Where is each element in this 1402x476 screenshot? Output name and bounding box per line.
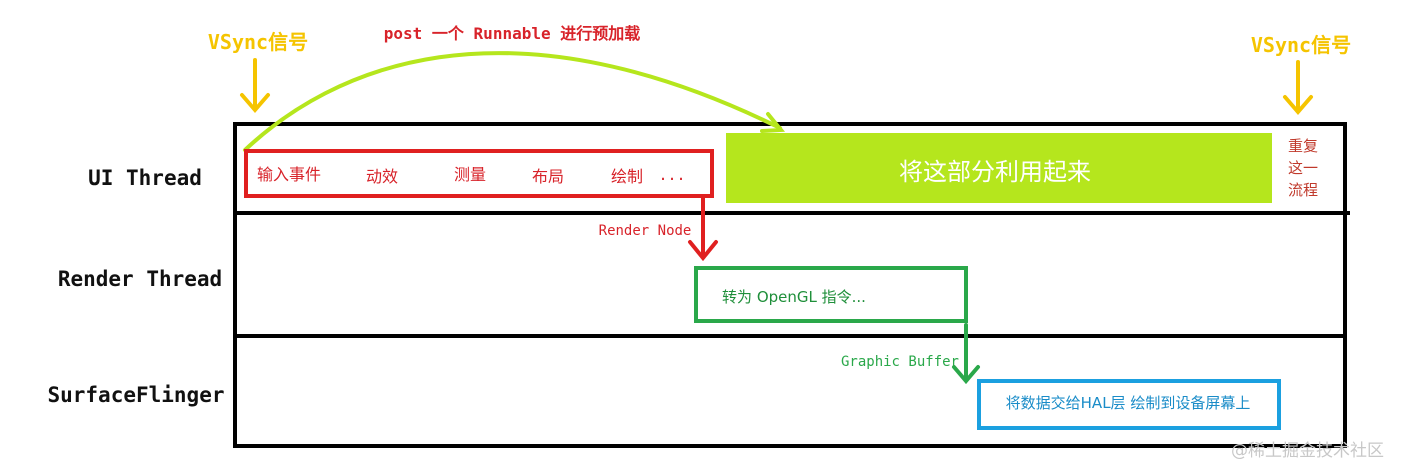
hal-label: 将数据交给HAL层 绘制到设备屏幕上 <box>1006 394 1251 412</box>
render-node-label: Render Node <box>599 223 692 239</box>
vsync-right-arrow <box>1283 60 1313 116</box>
opengl-box <box>694 266 968 323</box>
vsync-left-arrow <box>240 58 270 114</box>
repeat-line-1: 重复 <box>1288 137 1318 155</box>
vsync-left-label: VSync信号 <box>208 30 308 54</box>
surfaceflinger-label: SurfaceFlinger <box>47 383 224 407</box>
opengl-label: 转为 OpenGL 指令... <box>722 288 866 306</box>
watermark: @稀土掘金技术社区 <box>1231 441 1384 461</box>
task-more: ... <box>658 166 685 184</box>
post-runnable-label: post 一个 Runnable 进行预加载 <box>384 24 641 43</box>
render-thread-label: Render Thread <box>58 267 222 291</box>
task-input-event: 输入事件 <box>257 165 321 184</box>
graphic-buffer-arrow <box>952 323 980 385</box>
repeat-line-2: 这一 <box>1288 159 1318 177</box>
task-layout: 布局 <box>532 167 564 186</box>
idle-area <box>726 133 1272 203</box>
graphic-buffer-label: Graphic Buffer <box>841 354 959 370</box>
ui-thread-label: UI Thread <box>88 166 202 190</box>
vsync-right-label: VSync信号 <box>1251 33 1351 57</box>
hal-box <box>977 379 1281 430</box>
idle-area-label: 将这部分利用起来 <box>899 158 1091 186</box>
task-draw: 绘制 <box>611 167 643 186</box>
post-curve-arrow <box>243 51 786 152</box>
ui-tasks-box <box>244 149 714 198</box>
render-node-arrow <box>688 196 718 262</box>
lanes-frame <box>233 122 1350 448</box>
repeat-line-3: 流程 <box>1288 181 1318 199</box>
task-measure: 测量 <box>454 165 486 184</box>
task-animation: 动效 <box>366 167 398 186</box>
